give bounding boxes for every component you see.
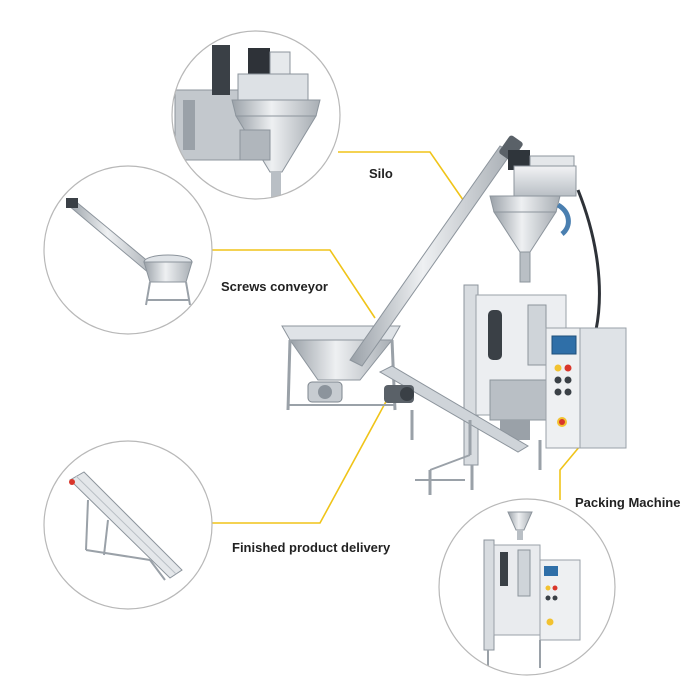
- silo-thumbnail: [171, 30, 341, 200]
- screw-conveyor-thumbnail: [43, 165, 213, 335]
- label-packing-machine: Packing Machine: [575, 495, 681, 510]
- label-finished-product-delivery: Finished product delivery: [232, 540, 391, 555]
- output-conveyor: [378, 365, 529, 495]
- label-screws-conveyor: Screws conveyor: [221, 279, 328, 294]
- screws-conveyor-leader: [210, 249, 376, 319]
- control-cabinet: [545, 327, 627, 449]
- top-silo: [489, 150, 601, 331]
- finished-delivery-leader: [210, 384, 396, 524]
- silo-leader: [338, 151, 471, 211]
- feed-hopper: [281, 325, 401, 411]
- label-silo: Silo: [369, 166, 393, 181]
- packing-machine-thumbnail: [438, 498, 616, 676]
- belt-conveyor-thumbnail: [43, 440, 213, 610]
- main-packing-line: [281, 135, 627, 495]
- leader-lines: [210, 151, 586, 524]
- packing-machine-leader: [559, 439, 586, 500]
